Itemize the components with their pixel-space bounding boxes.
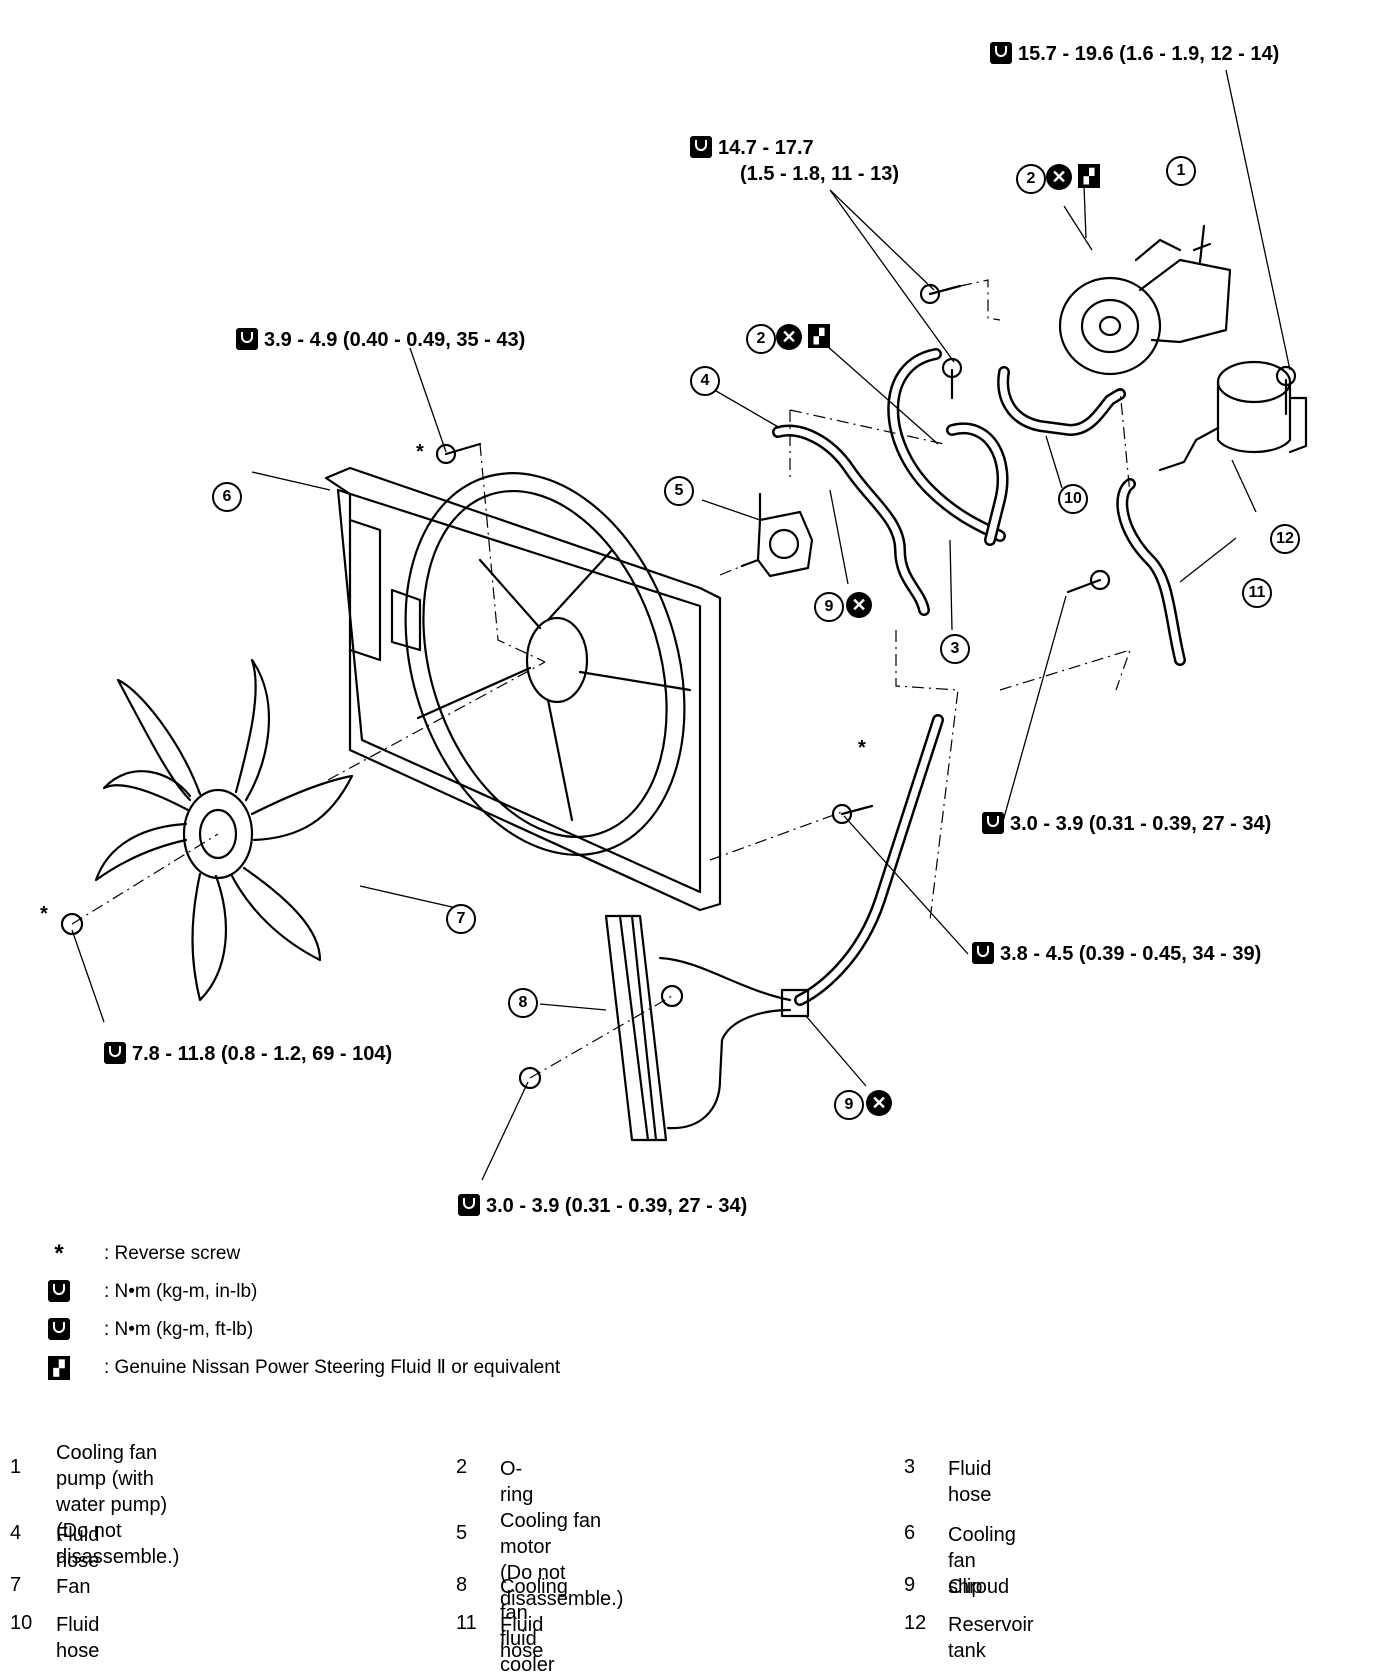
replace-icon: ✕ xyxy=(1046,164,1072,190)
cooling-fan-motor-drawing xyxy=(740,492,814,578)
torque-label-hose-bolt: 14.7 - 17.7 xyxy=(690,136,814,160)
dash-lines xyxy=(71,279,1131,1079)
reverse-screw-mark: * xyxy=(416,441,424,463)
torque-in-lb-icon xyxy=(104,1042,126,1064)
torque-label-cooler-bolt: 3.0 - 3.9 (0.31 - 0.39, 27 - 34) xyxy=(458,1194,747,1218)
callout-6: 6 xyxy=(212,482,242,512)
callout-3: 3 xyxy=(940,634,970,664)
callout-5: 5 xyxy=(664,476,694,506)
bolts-drawing xyxy=(60,283,1297,1090)
replace-icon: ✕ xyxy=(846,592,872,618)
callout-2-motor: 2 xyxy=(746,324,776,354)
reservoir-tank-drawing xyxy=(1158,360,1308,472)
torque-in-lb-icon xyxy=(44,1280,74,1305)
reverse-screw-mark: * xyxy=(858,737,866,759)
reverse-screw-mark: * xyxy=(40,903,48,925)
torque-ft-lb-icon xyxy=(990,42,1012,64)
torque-in-lb-icon xyxy=(982,812,1004,834)
fluid-icon: ▞ xyxy=(44,1356,74,1380)
fluid-icon: ▞ xyxy=(808,324,830,348)
fluid-icon: ▞ xyxy=(1078,164,1100,188)
callout-4: 4 xyxy=(690,366,720,396)
replace-icon: ✕ xyxy=(776,324,802,350)
cooling-fan-shroud-drawing xyxy=(324,466,722,912)
callout-12: 12 xyxy=(1270,524,1300,554)
callout-7: 7 xyxy=(446,904,476,934)
torque-label-reverse-bolt: 3.8 - 4.5 (0.39 - 0.45, 34 - 39) xyxy=(972,942,1261,966)
cooling-fan-pump-drawing xyxy=(1058,224,1232,376)
torque-label-fan-nut: 7.8 - 11.8 (0.8 - 1.2, 69 - 104) xyxy=(104,1042,392,1066)
asterisk-symbol: * xyxy=(54,1240,64,1267)
callout-2-pump: 2 xyxy=(1016,164,1046,194)
torque-ft-lb-icon xyxy=(690,136,712,158)
fan-drawing xyxy=(94,658,354,1002)
callout-8: 8 xyxy=(508,988,538,1018)
exploded-diagram: 15.7 - 19.6 (1.6 - 1.9, 12 - 14) 14.7 - … xyxy=(40,42,1308,1217)
callout-9-lower: 9 xyxy=(834,1090,864,1120)
torque-in-lb-icon xyxy=(236,328,258,350)
diagram-drawing xyxy=(60,69,1308,1181)
callout-1: 1 xyxy=(1166,156,1196,186)
torque-label-hose-bolt-line2: (1.5 - 1.8, 11 - 13) xyxy=(740,163,899,185)
callout-11: 11 xyxy=(1242,578,1272,608)
torque-label-motor-bolt: 3.0 - 3.9 (0.31 - 0.39, 27 - 34) xyxy=(982,812,1271,836)
torque-in-lb-icon xyxy=(972,942,994,964)
callout-9-upper: 9 xyxy=(814,592,844,622)
torque-label-pump-bolt: 15.7 - 19.6 (1.6 - 1.9, 12 - 14) xyxy=(990,42,1279,66)
torque-in-lb-icon xyxy=(458,1194,480,1216)
torque-label-shroud-bolt: 3.9 - 4.9 (0.40 - 0.49, 35 - 43) xyxy=(236,328,525,352)
leader-lines xyxy=(71,69,1291,1181)
callout-10: 10 xyxy=(1058,484,1088,514)
torque-ft-lb-icon xyxy=(44,1318,74,1343)
fluid-cooler-drawing xyxy=(604,914,810,1142)
replace-icon: ✕ xyxy=(866,1090,892,1116)
